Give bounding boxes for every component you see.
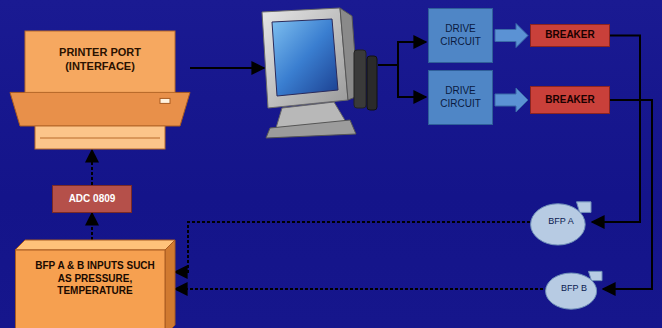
inputs-block-outline: [15, 240, 175, 328]
pump-circle: BFP A: [530, 198, 592, 246]
node-label: ADC 0809: [69, 193, 116, 206]
block-arrow: [495, 24, 528, 48]
pump-circle: BFP B: [545, 268, 603, 310]
printer-interface: PRINTER PORT (INTERFACE): [10, 30, 190, 150]
node-label: BFP B: [561, 283, 587, 294]
adc-box: ADC 0809: [52, 185, 132, 213]
breaker-box: BREAKER: [530, 86, 610, 114]
node-label: DRIVE CIRCUIT: [433, 85, 489, 110]
connector-line: [592, 36, 640, 223]
node-label: PRINTER PORT (INTERFACE): [40, 46, 160, 74]
connector-line: [91, 150, 93, 185]
computer-monitor: [262, 8, 377, 138]
block-arrow: [495, 88, 528, 112]
node-label: BFP A & B INPUTS SUCH AS PRESSURE, TEMPE…: [35, 260, 155, 298]
inputs-block: BFP A & B INPUTS SUCH AS PRESSURE, TEMPE…: [15, 240, 175, 328]
node-label: BFP A: [548, 216, 573, 227]
node-label: DRIVE CIRCUIT: [433, 23, 489, 48]
connector-line: [175, 288, 548, 290]
connector-line: [603, 100, 652, 289]
connector-line: [175, 222, 530, 272]
drive-circuit-box: DRIVE CIRCUIT: [428, 70, 493, 125]
node-label: BREAKER: [545, 94, 594, 107]
signal-wire: [190, 42, 426, 97]
drive-circuit-box: DRIVE CIRCUIT: [428, 8, 493, 63]
connector-line: [91, 213, 93, 240]
node-label: BREAKER: [545, 29, 594, 42]
breaker-box: BREAKER: [530, 24, 610, 47]
